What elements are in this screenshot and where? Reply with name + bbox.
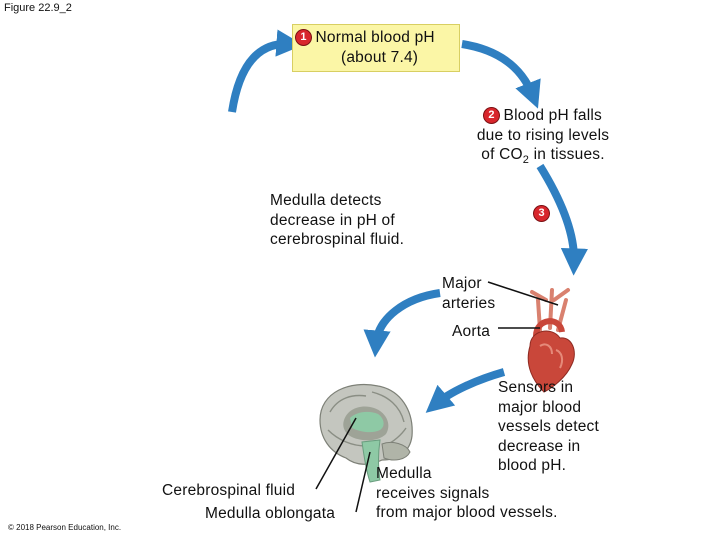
step-1-line2: (about 7.4) <box>341 48 419 66</box>
medulla-receives-line2: receives signals <box>376 484 490 502</box>
major-arteries-label: Major arteries <box>442 274 495 313</box>
step-2-line3-sub: 2 <box>522 154 530 167</box>
arrow-heart-to-brain <box>425 368 506 413</box>
arrow-to-brain <box>363 289 441 358</box>
heart-body <box>527 330 575 393</box>
step-2-text: 2 Blood pH falls due to rising levels of… <box>458 106 628 171</box>
sensors-line3: vessels detect <box>498 418 600 435</box>
copyright-notice: © 2018 Pearson Education, Inc. <box>8 523 122 532</box>
medulla-detects-line3: cerebrospinal fluid. <box>270 231 405 248</box>
normal-ph-box <box>292 24 460 72</box>
brainstem <box>361 439 381 483</box>
cerebrospinal-fluid-label: Cerebrospinal fluid <box>162 482 296 499</box>
brain-illustration <box>319 383 413 483</box>
medulla-detects-line2: decrease in pH of <box>270 211 395 229</box>
major-arteries-line2: arteries <box>442 294 496 312</box>
csf-region <box>350 411 384 433</box>
leader-csf <box>315 417 357 490</box>
medulla-receives-line3: from major blood vessels. <box>376 504 558 521</box>
leader-medulla-oblongata <box>355 451 371 513</box>
step-1-line1: Normal blood pH <box>315 29 435 46</box>
sensors-line5: blood pH. <box>498 457 567 474</box>
step-3-marker: 3 <box>534 205 549 223</box>
leader-major-arteries <box>487 281 559 306</box>
brain-folds <box>327 391 407 447</box>
step-2-line3-post: in tissues. <box>529 146 605 163</box>
aorta-arch <box>533 318 565 337</box>
step-2-line1: Blood pH falls <box>503 107 602 124</box>
figure-label: Figure 22.9_2 <box>4 2 72 14</box>
sensors-line2: major blood <box>498 398 582 416</box>
step-3-badge: 3 <box>534 206 549 221</box>
medulla-oblongata-label: Medulla oblongata <box>205 505 336 522</box>
heart-highlight <box>539 343 564 369</box>
cerebellum <box>381 441 411 461</box>
sensors-line4: decrease in <box>498 437 581 455</box>
major-arteries-line1: Major <box>442 275 482 292</box>
step-2-badge: 2 <box>484 108 500 123</box>
sensors-text: Sensors in major blood vessels detect de… <box>498 378 599 476</box>
medulla-detects-text: Medulla detects decrease in pH of cerebr… <box>270 191 404 250</box>
medulla-detects-line1: Medulla detects <box>270 192 382 209</box>
step-2-line3-pre: of CO <box>481 146 523 163</box>
step-2-line2: due to rising levels <box>476 126 610 144</box>
arrow-1-to-2 <box>461 40 541 109</box>
step-1-text: 1 Normal blood pH (about 7.4) <box>296 28 458 67</box>
aorta-label: Aorta <box>452 323 491 340</box>
medulla-receives-line1: Medulla <box>376 465 432 482</box>
arrow-2-to-3 <box>536 163 589 276</box>
step-1-badge: 1 <box>296 30 311 45</box>
medulla-receives-text: Medulla receives signals from major bloo… <box>376 464 558 523</box>
heart-illustration <box>527 288 575 393</box>
major-arteries-vessels <box>530 288 570 332</box>
sensors-line1: Sensors in <box>498 379 574 396</box>
arrow-left-return <box>228 29 304 113</box>
